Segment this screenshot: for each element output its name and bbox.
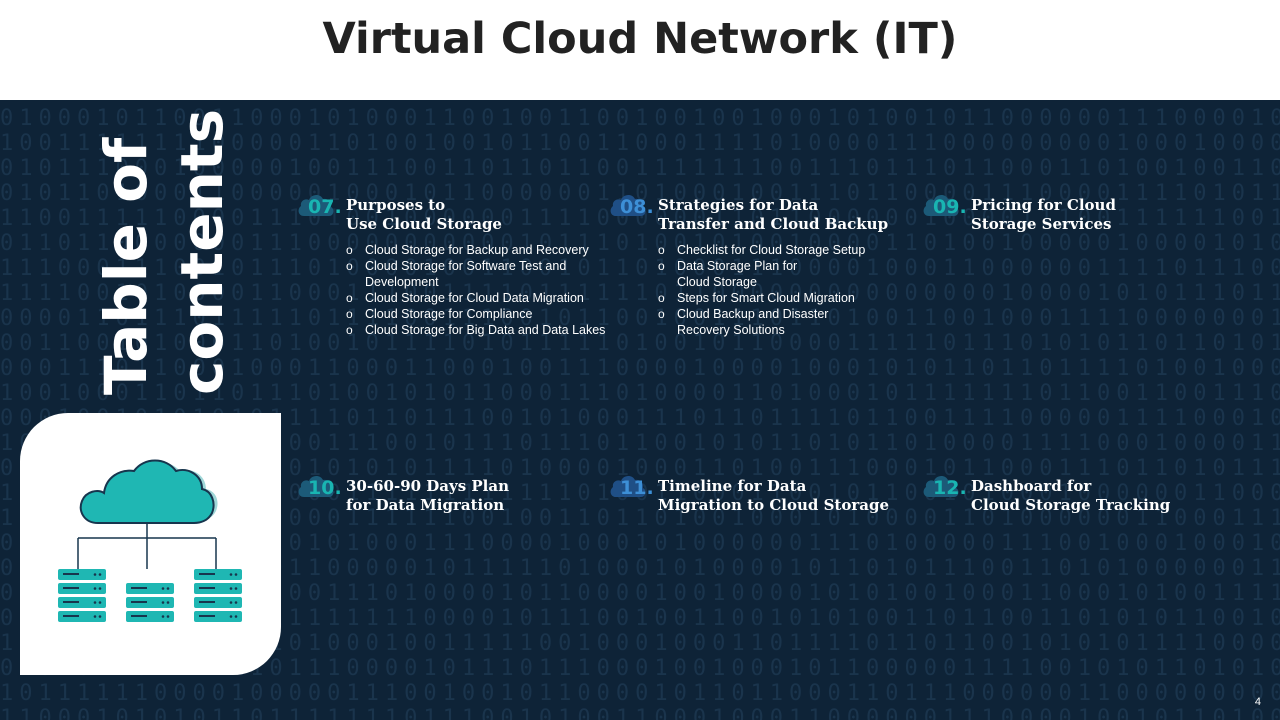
list-item: Cloud Storage for Cloud Data Migration [346, 290, 626, 306]
item-heading-line: Dashboard for [971, 477, 1092, 495]
item-heading: Purposes to Use Cloud Storage [346, 196, 616, 234]
slide-body: 0100010110011000101000110010011001001001… [0, 100, 1280, 720]
table-of-contents-heading: Table of contents [70, 109, 236, 400]
list-item: Cloud Storage for Big Data and Data Lake… [346, 322, 626, 338]
item-heading-line: Transfer and Cloud Backup [658, 215, 889, 233]
item-number: 08. [620, 196, 654, 218]
item-number-badge: 11. [610, 475, 656, 507]
item-number: 11. [620, 477, 654, 499]
item-number-badge: 10. [298, 475, 344, 507]
item-number-badge: 12. [923, 475, 969, 507]
page-number: 4 [1254, 696, 1261, 708]
item-number-badge: 09. [923, 194, 969, 226]
item-heading-line: Purposes to [346, 196, 446, 214]
list-item: Checklist for Cloud Storage Setup [658, 242, 894, 258]
list-item: Data Storage Plan for Cloud Storage [658, 258, 827, 290]
item-number: 09. [933, 196, 967, 218]
list-item: Steps for Smart Cloud Migration [658, 290, 894, 306]
illustration-card [20, 413, 281, 675]
item-bullet-list: Cloud Storage for Backup and Recovery Cl… [346, 242, 626, 338]
cloud-icon [610, 475, 646, 497]
item-heading: Pricing for Cloud Storage Services [971, 196, 1241, 234]
item-heading: 30-60-90 Days Plan for Data Migration [346, 477, 616, 515]
heading-line-2: contents [168, 108, 236, 395]
cloud-icon [298, 475, 334, 497]
item-number: 10. [308, 477, 342, 499]
item-heading-line: Strategies for Data [658, 196, 819, 214]
item-heading-line: for Data Migration [346, 496, 505, 514]
item-number-badge: 07. [298, 194, 344, 226]
item-heading: Timeline for Data Migration to Cloud Sto… [658, 477, 928, 515]
item-number-badge: 08. [610, 194, 656, 226]
item-heading-line: 30-60-90 Days Plan [346, 477, 510, 495]
item-heading-line: Pricing for Cloud [971, 196, 1116, 214]
list-item: Cloud Storage for Software Test and Deve… [346, 258, 626, 290]
slide-header: Virtual Cloud Network (IT) [0, 0, 1280, 100]
heading-line-1: Table of [92, 137, 160, 395]
list-item: Cloud Storage for Compliance [346, 306, 626, 322]
item-heading-line: Migration to Cloud Storage [658, 496, 890, 514]
cloud-icon [298, 194, 334, 216]
list-item: Cloud Storage for Backup and Recovery [346, 242, 626, 258]
page-title: Virtual Cloud Network (IT) [322, 14, 958, 64]
item-heading: Strategies for Data Transfer and Cloud B… [658, 196, 928, 234]
item-heading-line: Storage Services [971, 215, 1112, 233]
item-heading-line: Cloud Storage Tracking [971, 496, 1171, 514]
item-heading-line: Use Cloud Storage [346, 215, 502, 233]
item-heading-line: Timeline for Data [658, 477, 807, 495]
item-bullet-list: Checklist for Cloud Storage Setup Data S… [658, 242, 894, 338]
item-number: 07. [308, 196, 342, 218]
cloud-icon [923, 194, 959, 216]
item-number: 12. [933, 477, 967, 499]
cloud-server-network-icon [58, 459, 242, 622]
item-heading: Dashboard for Cloud Storage Tracking [971, 477, 1241, 515]
cloud-icon [923, 475, 959, 497]
list-item: Cloud Backup and Disaster Recovery Solut… [658, 306, 847, 338]
cloud-icon [610, 194, 646, 216]
